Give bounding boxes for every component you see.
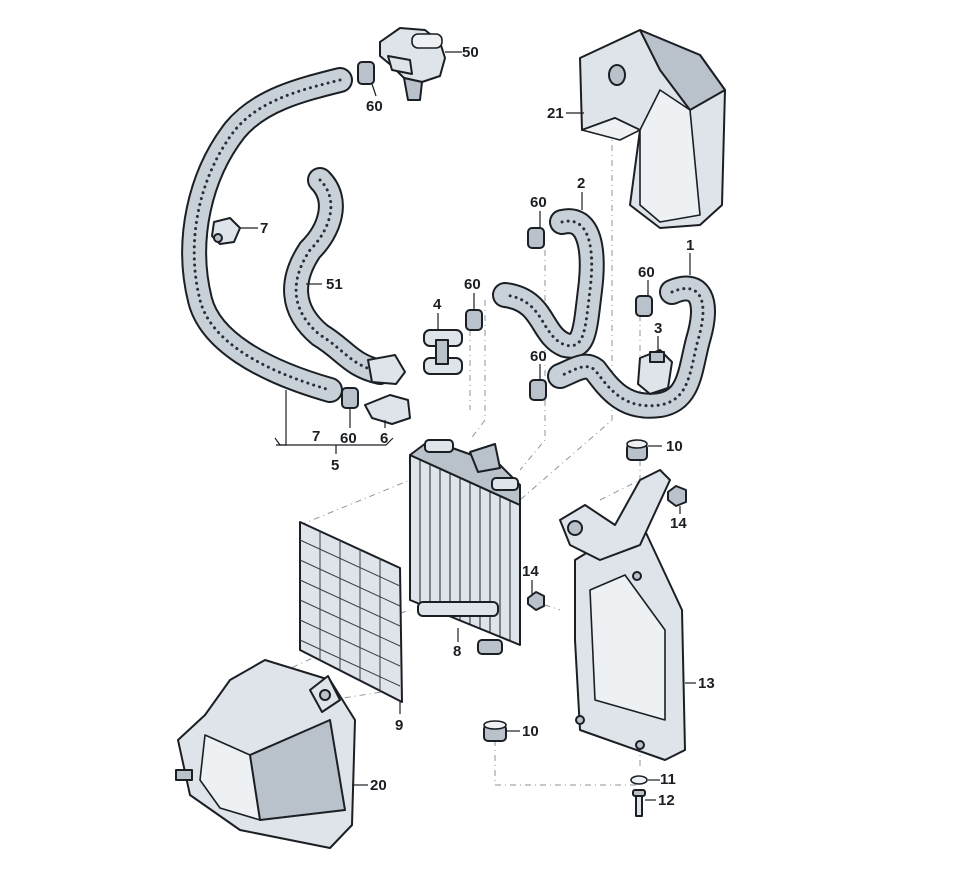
valve-3 (637, 349, 673, 395)
hose-clip-top (357, 61, 375, 85)
callout-9: 9 (395, 717, 403, 734)
callout-10-bottom: 10 (522, 723, 539, 740)
hose-clip-b (465, 309, 483, 331)
callout-5: 5 (331, 457, 339, 474)
hose-long-upper (181, 67, 353, 403)
callout-60-c: 60 (464, 276, 481, 293)
rubber-mount-bottom (483, 720, 507, 742)
radiator-screen (299, 521, 403, 703)
callout-14-right: 14 (670, 515, 687, 532)
hose-1 (547, 275, 716, 419)
callout-60-group: 60 (340, 430, 357, 447)
rubber-mounts (483, 439, 648, 742)
hose-clip-group (341, 387, 359, 409)
radiator (409, 439, 521, 655)
hose-2 (492, 208, 605, 359)
callout-10-top: 10 (666, 438, 683, 455)
callout-3: 3 (654, 320, 662, 337)
bracket-13 (559, 469, 686, 761)
nut-right (667, 485, 687, 507)
callout-60-a: 60 (530, 194, 547, 211)
air-duct-upper (579, 29, 726, 229)
callout-14-left: 14 (522, 563, 539, 580)
callout-6: 6 (380, 430, 388, 447)
callout-13: 13 (698, 675, 715, 692)
clip-7 (211, 217, 241, 245)
callout-50: 50 (462, 44, 479, 61)
air-duct-lower (175, 659, 356, 849)
callout-21: 21 (547, 105, 564, 122)
hose-clip-a (527, 227, 545, 249)
callout-51: 51 (326, 276, 343, 293)
connector-4 (423, 329, 463, 375)
rubber-mount-top (626, 439, 648, 461)
callout-60-top: 60 (366, 98, 383, 115)
callout-60-d: 60 (530, 348, 547, 365)
hose-clips (341, 61, 653, 409)
hose-clip-c (635, 295, 653, 317)
elbow-6 (364, 394, 411, 425)
hose-51 (283, 167, 393, 385)
callout-60-b: 60 (638, 264, 655, 281)
callout-7-group: 7 (312, 428, 320, 445)
hose-clip-d (529, 379, 547, 401)
elbow-upper (367, 354, 406, 385)
callout-labels: 50 60 21 2 60 7 1 60 51 4 60 3 60 7 60 6… (260, 44, 715, 809)
callout-7-clip: 7 (260, 220, 268, 237)
leader-lines (240, 51, 696, 801)
nuts (527, 485, 687, 611)
callout-20: 20 (370, 777, 387, 794)
elbow-connectors (364, 354, 411, 425)
callout-11: 11 (660, 771, 676, 788)
callout-4: 4 (433, 296, 442, 313)
nut-left (527, 591, 545, 611)
water-pump (379, 27, 446, 101)
callout-12: 12 (658, 792, 675, 809)
callout-2: 2 (577, 175, 585, 192)
washer-11 (630, 775, 648, 785)
bolt-12 (632, 789, 646, 817)
callout-1: 1 (686, 237, 694, 254)
callout-8: 8 (453, 643, 461, 660)
